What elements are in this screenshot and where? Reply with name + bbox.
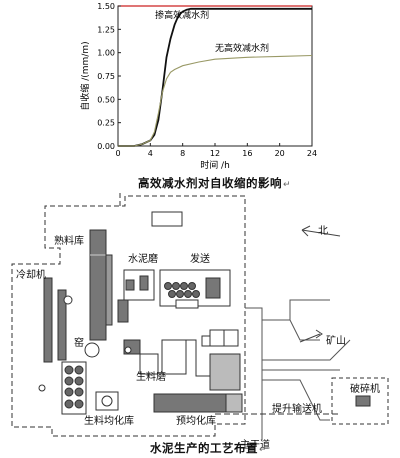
series-line <box>118 54 313 147</box>
cooler <box>43 277 53 363</box>
y-axis-label: 自收缩 /(mm/m) <box>79 41 91 110</box>
x-tick-label: 24 <box>307 149 317 158</box>
plant-boundary <box>11 195 246 437</box>
y-tick-label: 0.50 <box>97 95 115 104</box>
plant-layout-map <box>11 192 389 440</box>
label-raw-mill: 生料磨 <box>136 370 166 383</box>
crusher-area <box>331 377 389 425</box>
y-tick-label: 0.00 <box>97 142 115 151</box>
label-prehomogenizing: 预均化库 <box>176 414 216 427</box>
label-mine: 矿山 <box>326 334 346 347</box>
label-north: 北 <box>318 225 328 237</box>
label-cement-mill: 水泥磨 <box>128 252 158 265</box>
clinker-store <box>89 229 107 341</box>
x-tick-label: 20 <box>275 149 285 158</box>
label-raw-homogenizing: 生料均化库 <box>84 414 134 427</box>
x-tick-label: 8 <box>180 149 185 158</box>
chart-caption: 高效减水剂对自收缩的影响↵ <box>138 176 292 190</box>
y-tick-label: 1.00 <box>97 49 115 58</box>
label-cooler: 冷却机 <box>16 268 46 281</box>
y-tick-label: 0.75 <box>97 72 115 81</box>
series-label: 掺高效减水剂 <box>155 9 209 21</box>
label-crusher: 破碎机 <box>350 382 380 395</box>
plot-frame <box>117 5 313 147</box>
shrinkage-chart: 0 4 8 12 16 20 24 0.00 0.25 0.50 0.75 1.00 1.25 1.50 时… <box>79 2 317 171</box>
x-tick-label: 4 <box>148 149 153 158</box>
label-kiln: 窑 <box>74 336 84 349</box>
north-arrow <box>301 229 341 237</box>
label-dispatch: 发送 <box>190 252 210 265</box>
map-label-layer: 北 熟料库 冷却机 窑 水泥磨 发送 生料磨 生料均化库 预均化库 矿山 破碎机… <box>16 225 380 451</box>
x-tick-label: 0 <box>115 149 120 158</box>
y-tick-label: 1.50 <box>97 2 115 11</box>
series-label: 无高效减水剂 <box>215 42 269 54</box>
mine-arrow <box>299 333 321 343</box>
label-clinker-store: 熟料库 <box>54 234 84 247</box>
map-caption: 水泥生产的工艺布置↵ <box>150 441 268 455</box>
series-line <box>118 7 312 147</box>
road <box>245 307 263 440</box>
y-tick-label: 0.25 <box>97 119 115 128</box>
x-axis-label: 时间 /h <box>200 159 230 171</box>
label-conveyor: 提升输送机 <box>272 402 322 415</box>
x-tick-label: 16 <box>242 149 252 158</box>
raw-mill <box>161 339 187 375</box>
y-tick-label: 1.25 <box>97 25 115 34</box>
x-tick-label: 12 <box>210 149 220 158</box>
label-main-road: 主干道 <box>240 438 270 451</box>
